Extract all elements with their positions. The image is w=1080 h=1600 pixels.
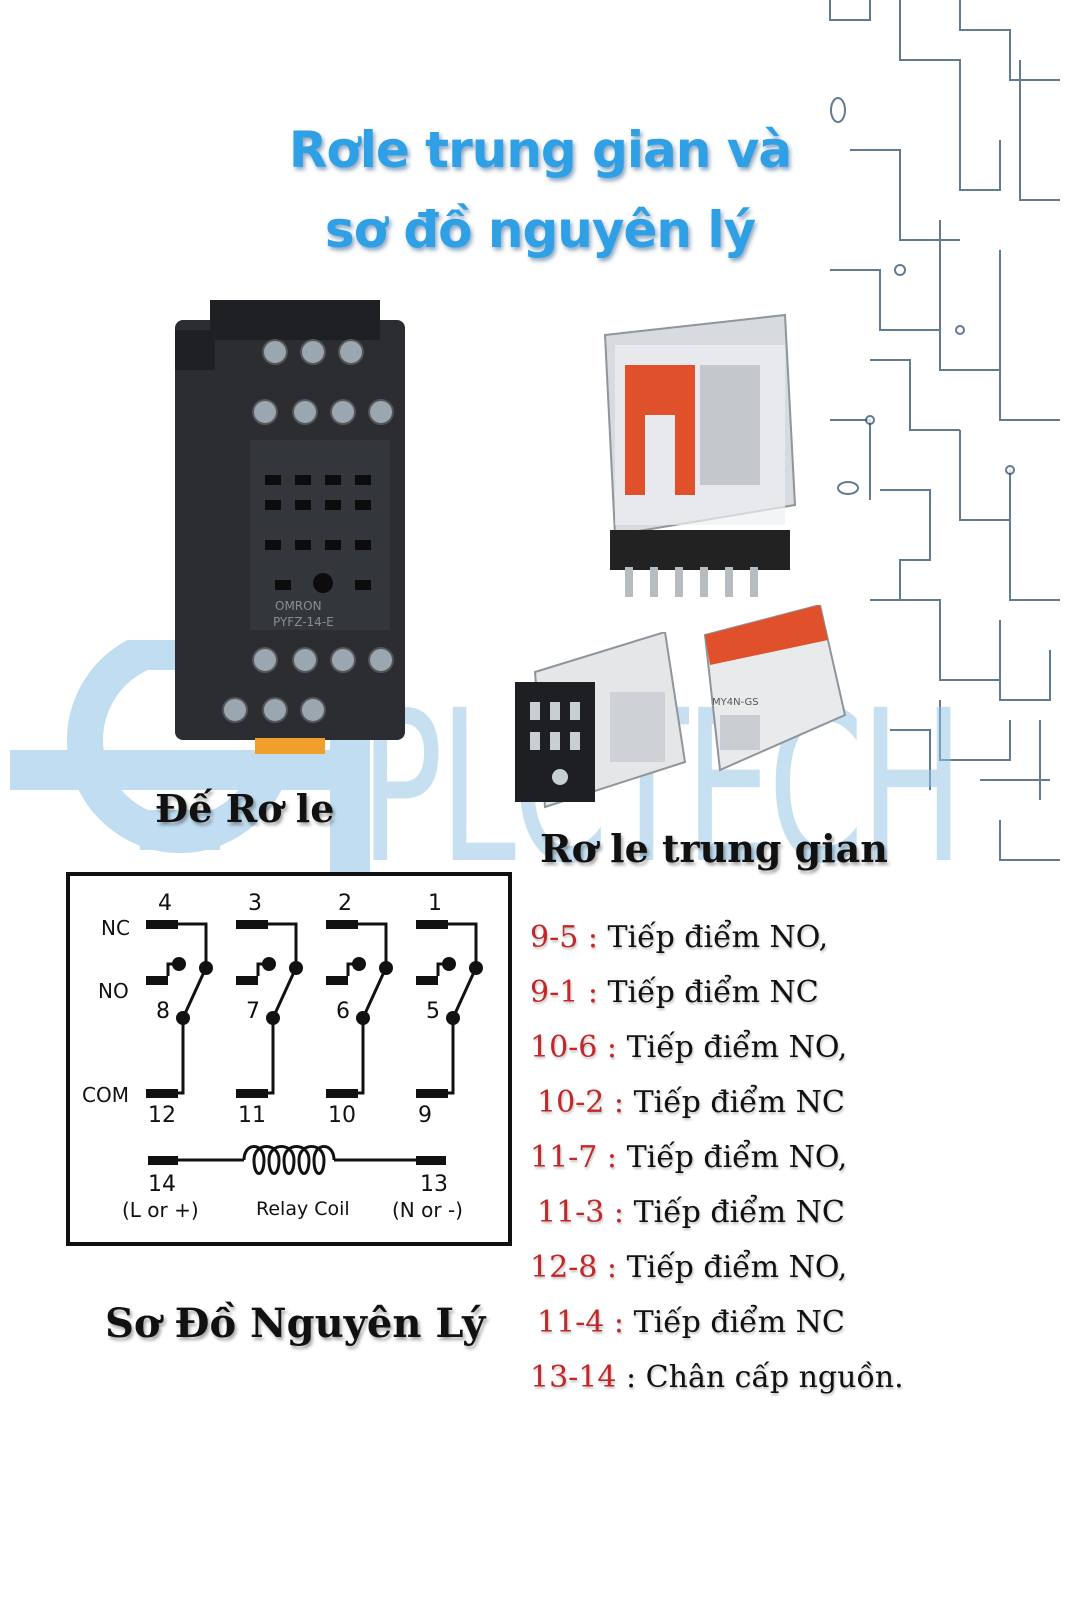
- legend-row: 10-6 : Tiếp điểm NO,: [530, 1030, 847, 1065]
- schematic-diagram: NC NO COM 4 8 12 3 7 11 2 6 10 1 5 9 14 (L or +) Re…: [66, 872, 512, 1246]
- contact-group: 4 8 12: [146, 891, 213, 1128]
- no-contact-point: [172, 957, 186, 971]
- relay-socket-illustration: OMRON PYFZ-14-E: [175, 300, 405, 754]
- legend-row: 9-1 : Tiếp điểm NC: [530, 975, 819, 1010]
- contact-group: 2 6 10: [326, 891, 393, 1128]
- relay-large-illustration: [603, 313, 797, 597]
- legend-row: 11-7 : Tiếp điểm NO,: [530, 1140, 847, 1175]
- com-terminal: [146, 1089, 178, 1098]
- legend-pins: 13-14: [530, 1360, 617, 1395]
- switch-arm: [361, 971, 386, 1019]
- no-pin-number: 8: [156, 999, 170, 1024]
- nc-wire: [358, 922, 388, 964]
- socket-caption: Đế Rơ le: [155, 786, 335, 831]
- no-contact-point: [442, 957, 456, 971]
- com-pin-number: 11: [238, 1103, 266, 1128]
- row-label-no: NO: [98, 979, 129, 1003]
- coil-label: Relay Coil: [256, 1198, 350, 1220]
- contact-group: 1 5 9: [416, 891, 483, 1128]
- nc-terminal: [326, 920, 358, 929]
- nc-pin-number: 2: [338, 891, 352, 916]
- no-terminal: [326, 976, 348, 985]
- legend-pins: 10-6 :: [530, 1030, 618, 1065]
- coil-pin-14: 14: [148, 1172, 176, 1197]
- legend-row: 13-14 : Chân cấp nguồn.: [530, 1360, 904, 1395]
- relay-coil: [148, 1145, 446, 1175]
- nc-terminal: [146, 920, 178, 929]
- schematic-frame: [66, 872, 512, 1246]
- no-contact-point: [352, 957, 366, 971]
- nc-wire: [178, 922, 208, 964]
- legend-description: Tiếp điểm NC: [597, 975, 819, 1010]
- nc-wire: [268, 922, 298, 964]
- coil-pin-13-note: (N or -): [392, 1198, 463, 1222]
- legend-description: Tiếp điểm NO,: [617, 1030, 848, 1065]
- com-pin-number: 9: [418, 1103, 432, 1128]
- nc-contact-point: [469, 961, 483, 975]
- coil-pin-13: 13: [420, 1172, 448, 1197]
- relay-model-label: MY4N-GS: [712, 697, 759, 708]
- relay-caption: Rơ le trung gian: [540, 826, 888, 871]
- legend-description: : Chân cấp nguồn.: [616, 1360, 904, 1395]
- nc-contact-point: [289, 961, 303, 975]
- legend-description: Tiếp điểm NO,: [617, 1250, 848, 1285]
- contact-group: 3 7 11: [236, 891, 303, 1128]
- nc-pin-number: 3: [248, 891, 262, 916]
- switch-arm: [181, 971, 206, 1019]
- legend-pins: 9-5 :: [530, 920, 598, 955]
- com-terminal: [416, 1089, 448, 1098]
- legend-row: 11-3 : Tiếp điểm NC: [537, 1195, 845, 1230]
- coil-pin-14-note: (L or +): [122, 1198, 199, 1222]
- legend-description: Tiếp điểm NC: [624, 1195, 845, 1230]
- legend-description: Tiếp điểm NO,: [617, 1140, 848, 1175]
- no-pin-number: 7: [246, 999, 260, 1024]
- nc-wire: [448, 922, 478, 964]
- row-label-nc: NC: [101, 916, 130, 940]
- nc-pin-number: 1: [428, 891, 442, 916]
- legend-description: Tiếp điểm NC: [624, 1085, 845, 1120]
- schematic-caption: Sơ Đồ Nguyên Lý: [105, 1300, 486, 1347]
- legend-description: Tiếp điểm NC: [624, 1305, 845, 1340]
- nc-contact-point: [199, 961, 213, 975]
- legend-pins: 11-7 :: [530, 1140, 618, 1175]
- no-contact-point: [262, 957, 276, 971]
- socket-model-label: PYFZ-14-E: [273, 615, 334, 629]
- com-pin-number: 12: [148, 1103, 176, 1128]
- no-terminal: [236, 976, 258, 985]
- nc-terminal: [416, 920, 448, 929]
- legend-pins: 12-8 :: [530, 1250, 618, 1285]
- legend-pins: 11-4 :: [537, 1305, 625, 1340]
- relay-small-clear-illustration: [515, 632, 687, 809]
- no-pin-number: 5: [426, 999, 440, 1024]
- legend-row: 9-5 : Tiếp điểm NO,: [530, 920, 828, 955]
- page-title-line-1: Rơle trung gian và: [288, 121, 792, 179]
- row-label-com: COM: [82, 1083, 129, 1107]
- no-terminal: [146, 976, 168, 985]
- socket-brand-label: OMRON: [275, 599, 322, 613]
- nc-contact-point: [379, 961, 393, 975]
- com-terminal: [236, 1089, 268, 1098]
- relay-small-red-illustration: MY4N-GS: [703, 605, 847, 772]
- legend-row: 12-8 : Tiếp điểm NO,: [530, 1250, 847, 1285]
- nc-pin-number: 4: [158, 891, 172, 916]
- no-pin-number: 6: [336, 999, 350, 1024]
- no-terminal: [416, 976, 438, 985]
- com-pin-number: 10: [328, 1103, 356, 1128]
- legend-description: Tiếp điểm NO,: [597, 920, 829, 955]
- legend-row: 11-4 : Tiếp điểm NC: [537, 1305, 845, 1340]
- com-terminal: [326, 1089, 358, 1098]
- legend-pins: 9-1 :: [530, 975, 598, 1010]
- legend-pins: 11-3 :: [537, 1195, 625, 1230]
- legend-row: 10-2 : Tiếp điểm NC: [537, 1085, 845, 1120]
- switch-arm: [451, 971, 476, 1019]
- switch-arm: [271, 971, 296, 1019]
- nc-terminal: [236, 920, 268, 929]
- legend-pins: 10-2 :: [537, 1085, 625, 1120]
- page-title-line-2: sơ đồ nguyên lý: [324, 201, 756, 259]
